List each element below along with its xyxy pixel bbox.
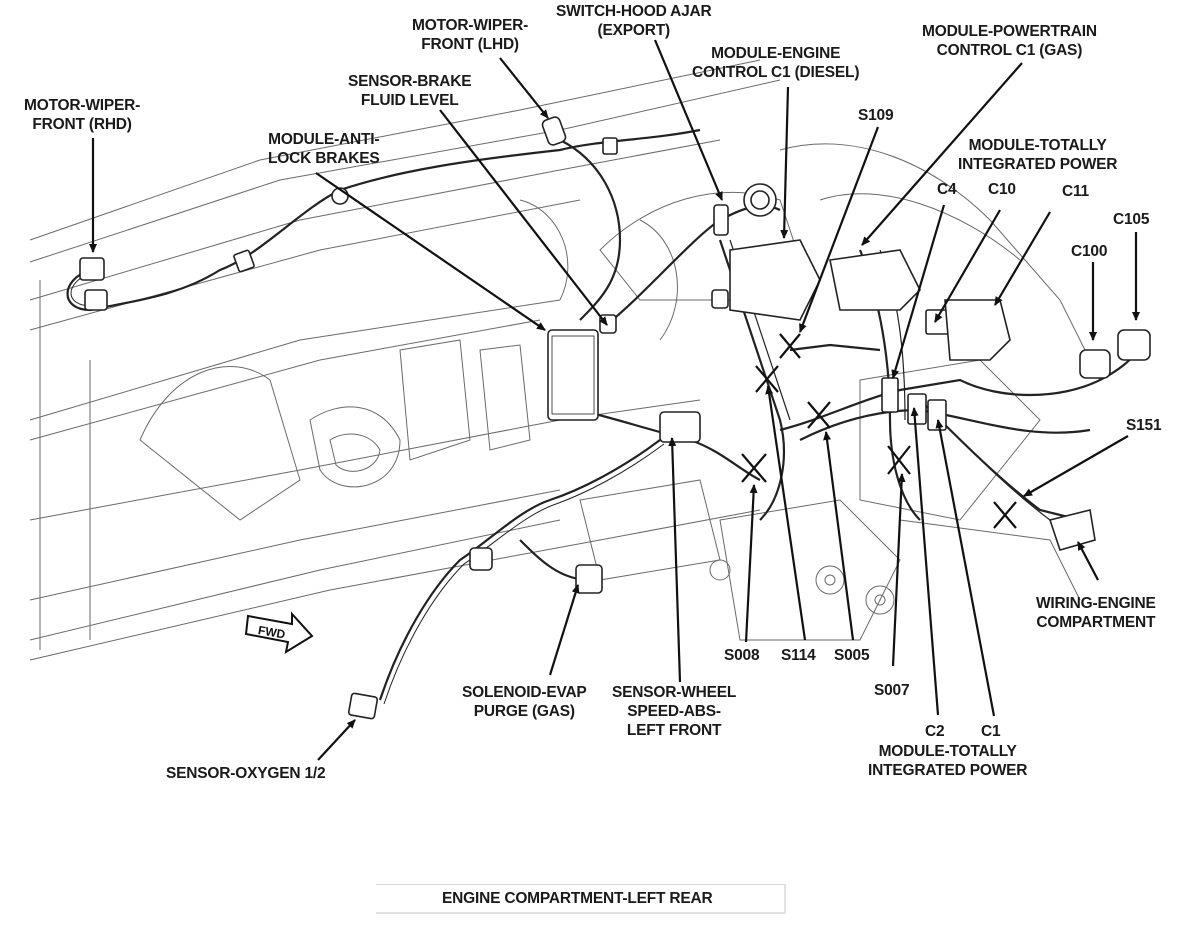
label-c1: C1 [981, 723, 1001, 740]
label-s007: S007 [874, 682, 910, 699]
label-solenoid-evap-purge: SOLENOID-EVAP PURGE (GAS) [462, 684, 587, 720]
label-c100: C100 [1071, 243, 1108, 260]
label-c105: C105 [1113, 211, 1150, 228]
label-motor-wiper-front-lhd: MOTOR-WIPER- FRONT (LHD) [412, 17, 529, 53]
label-module-anti-lock-brakes: MODULE-ANTI- LOCK BRAKES [268, 131, 380, 167]
splice-s005-x [807, 401, 831, 429]
label-switch-hood-ajar: SWITCH-HOOD AJAR (EXPORT) [556, 3, 712, 39]
label-s008: S008 [724, 647, 760, 664]
label-wiring-engine-compartment: WIRING-ENGINE COMPARTMENT [1036, 595, 1156, 631]
caption-text: ENGINE COMPARTMENT-LEFT REAR [442, 890, 713, 907]
splice-s109-x [779, 333, 801, 359]
label-s114: S114 [781, 647, 816, 664]
label-sensor-wheel-speed-abs: SENSOR-WHEEL SPEED-ABS- LEFT FRONT [612, 684, 737, 739]
wiring-harness [66, 128, 1141, 705]
fwd-text: FWD [257, 623, 287, 642]
ecm-module-body [829, 249, 921, 311]
components [79, 116, 1151, 720]
vehicle-body-outline [29, 59, 1101, 661]
splice-s114-x [755, 365, 779, 393]
forward-arrow-icon: FWD [244, 611, 314, 655]
label-motor-wiper-front-rhd: MOTOR-WIPER- FRONT (RHD) [24, 97, 141, 133]
label-c10: C10 [988, 181, 1016, 198]
splice-s007-x [887, 445, 911, 475]
label-c4: C4 [937, 181, 957, 198]
label-c11: C11 [1062, 183, 1089, 200]
figure-caption: ENGINE COMPARTMENT-LEFT REAR [376, 884, 786, 914]
label-s109: S109 [858, 107, 894, 124]
label-module-engine-control-c1: MODULE-ENGINE CONTROL C1 (DIESEL) [692, 45, 860, 81]
label-sensor-oxygen: SENSOR-OXYGEN 1/2 [166, 765, 326, 782]
splice-markers [741, 333, 1017, 529]
label-module-tipm-top: MODULE-TOTALLY INTEGRATED POWER [958, 137, 1118, 173]
splice-s151-x [993, 501, 1017, 529]
splice-s008-x [741, 453, 767, 483]
pcm-module-body [729, 239, 821, 321]
label-module-powertrain-control-c1: MODULE-POWERTRAIN CONTROL C1 (GAS) [922, 23, 1097, 59]
label-c2: C2 [925, 723, 945, 740]
label-s005: S005 [834, 647, 870, 664]
label-module-tipm-bottom: MODULE-TOTALLY INTEGRATED POWER [868, 743, 1028, 779]
label-s151: S151 [1126, 417, 1162, 434]
leader-lines [89, 39, 1140, 761]
label-sensor-brake-fluid-level: SENSOR-BRAKE FLUID LEVEL [348, 73, 472, 109]
module-abs-body [547, 329, 599, 421]
